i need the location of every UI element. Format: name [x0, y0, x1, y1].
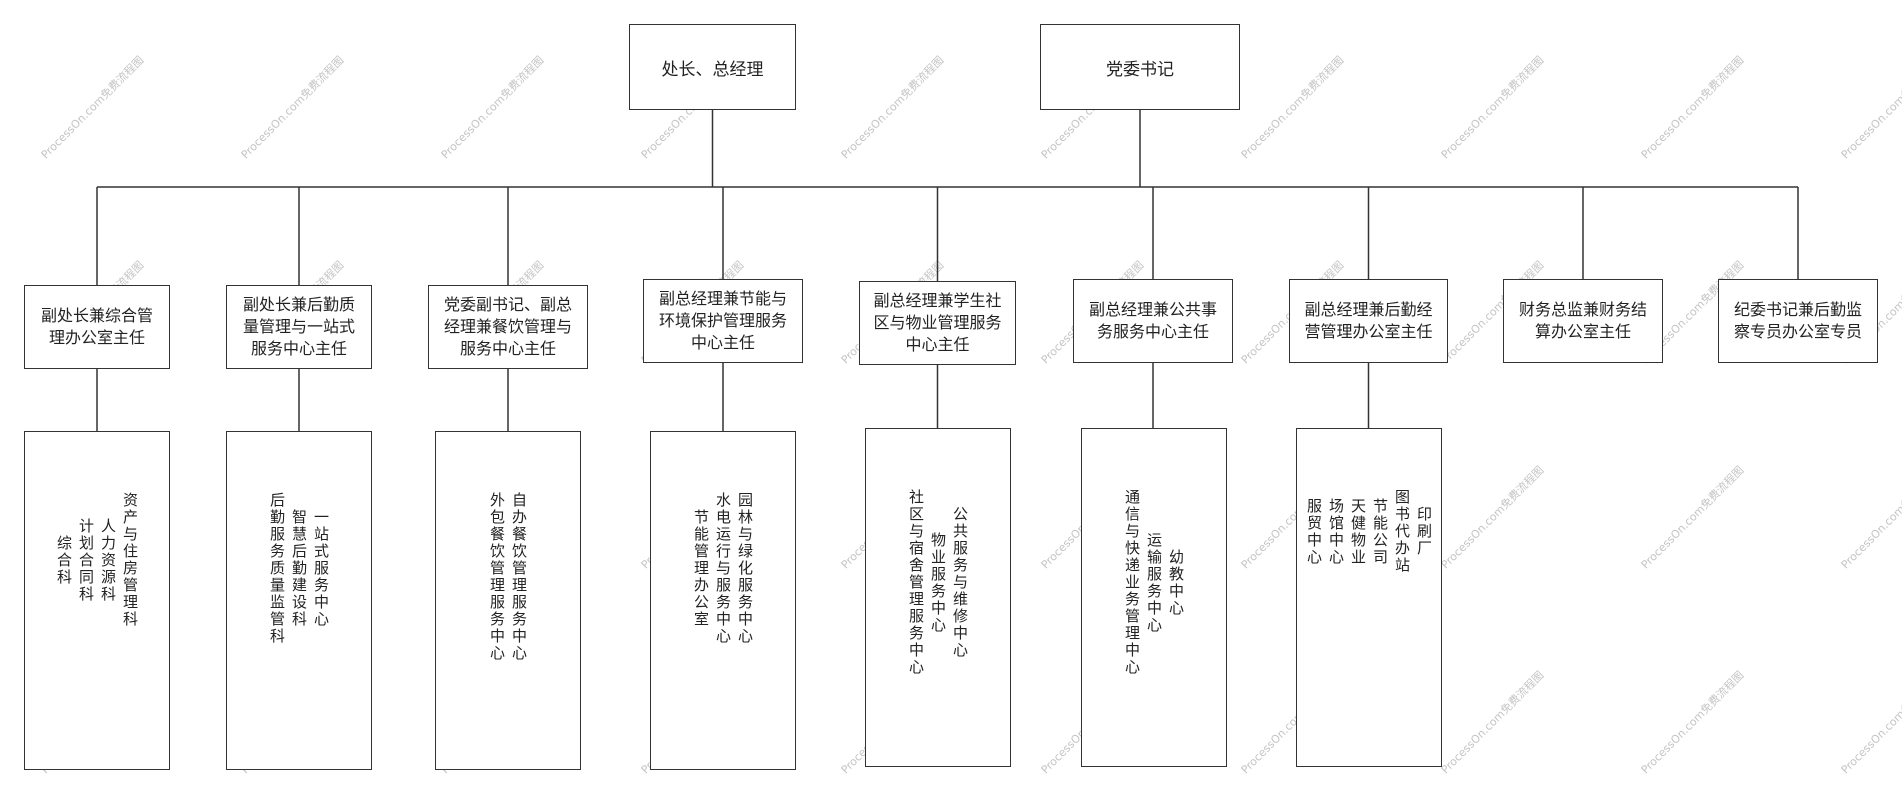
unit-label: 一站式服务中心 — [312, 509, 330, 628]
department-box: 副总经理兼后勤经 营管理办公室主任 — [1289, 279, 1448, 363]
unit-label: 综合科 — [55, 534, 73, 586]
unit-label: 节能管理办公室 — [692, 509, 710, 628]
unit-label: 服贸中心 — [1305, 497, 1323, 566]
unit-label: 资产与住房管理科 — [121, 492, 139, 628]
unit-label: 社区与宿舍管理服务中心 — [907, 489, 925, 676]
department-title: 党委副书记、副总 经理兼餐饮管理与 服务中心主任 — [443, 295, 572, 358]
department-box: 党委副书记、副总 经理兼餐饮管理与 服务中心主任 — [428, 285, 588, 369]
department-title: 财务总监兼财务结 算办公室主任 — [1518, 300, 1647, 341]
unit-list-box: 印刷厂图书代办站节能公司天健物业场馆中心服贸中心 — [1296, 428, 1442, 767]
unit-list-box: 幼教中心运输服务中心通信与快递业务管理中心 — [1081, 428, 1227, 767]
unit-list-box: 公共服务与维修中心物业服务中心社区与宿舍管理服务中心 — [865, 428, 1011, 767]
unit-label: 物业服务中心 — [929, 531, 947, 634]
department-title: 副总经理兼公共事 务服务中心主任 — [1088, 300, 1217, 341]
unit-label: 计划合同科 — [77, 517, 95, 603]
unit-list-box: 资产与住房管理科人力资源科计划合同科综合科 — [24, 431, 170, 770]
department-box: 副总经理兼公共事 务服务中心主任 — [1073, 279, 1233, 363]
unit-label: 智慧后勤建设科 — [290, 509, 308, 628]
leader-title: 处长、总经理 — [661, 59, 764, 80]
unit-label: 图书代办站 — [1393, 489, 1411, 574]
unit-label: 节能公司 — [1371, 497, 1389, 566]
unit-list-box: 一站式服务中心智慧后勤建设科后勤服务质量监管科 — [226, 431, 372, 770]
unit-label: 幼教中心 — [1167, 548, 1185, 617]
department-title: 副总经理兼后勤经 营管理办公室主任 — [1304, 300, 1433, 341]
department-title: 副总经理兼学生社 区与物业管理服务 中心主任 — [873, 291, 1002, 354]
department-box: 副总经理兼学生社 区与物业管理服务 中心主任 — [859, 281, 1016, 365]
department-title: 纪委书记兼后勤监 察专员办公室专员 — [1733, 300, 1862, 341]
department-box: 副处长兼综合管 理办公室主任 — [24, 285, 170, 369]
unit-label: 人力资源科 — [99, 517, 117, 603]
unit-list-box: 园林与绿化服务中心水电运行与服务中心节能管理办公室 — [650, 431, 796, 770]
unit-label: 园林与绿化服务中心 — [736, 492, 754, 645]
department-box: 财务总监兼财务结 算办公室主任 — [1503, 279, 1663, 363]
department-title: 副处长兼后勤质 量管理与一站式 服务中心主任 — [242, 295, 355, 358]
unit-label: 场馆中心 — [1327, 497, 1345, 566]
department-title: 副处长兼综合管 理办公室主任 — [40, 306, 153, 347]
department-title: 副总经理兼节能与 环境保护管理服务 中心主任 — [658, 289, 787, 352]
unit-label: 印刷厂 — [1415, 506, 1433, 557]
unit-label: 自办餐饮管理服务中心 — [510, 492, 528, 662]
unit-label: 后勤服务质量监管科 — [268, 492, 286, 645]
unit-label: 水电运行与服务中心 — [714, 492, 732, 645]
leader-box: 处长、总经理 — [629, 24, 796, 110]
leader-title: 党委书记 — [1106, 59, 1174, 80]
unit-label: 运输服务中心 — [1145, 531, 1163, 634]
unit-list-box: 自办餐饮管理服务中心外包餐饮管理服务中心 — [435, 431, 581, 770]
unit-label: 通信与快递业务管理中心 — [1123, 489, 1141, 676]
leader-box: 党委书记 — [1040, 24, 1240, 110]
unit-label: 天健物业 — [1349, 497, 1367, 566]
unit-label: 公共服务与维修中心 — [951, 506, 969, 659]
unit-label: 外包餐饮管理服务中心 — [488, 492, 506, 662]
department-box: 副处长兼后勤质 量管理与一站式 服务中心主任 — [226, 285, 372, 369]
department-box: 副总经理兼节能与 环境保护管理服务 中心主任 — [643, 279, 803, 363]
department-box: 纪委书记兼后勤监 察专员办公室专员 — [1718, 279, 1878, 363]
